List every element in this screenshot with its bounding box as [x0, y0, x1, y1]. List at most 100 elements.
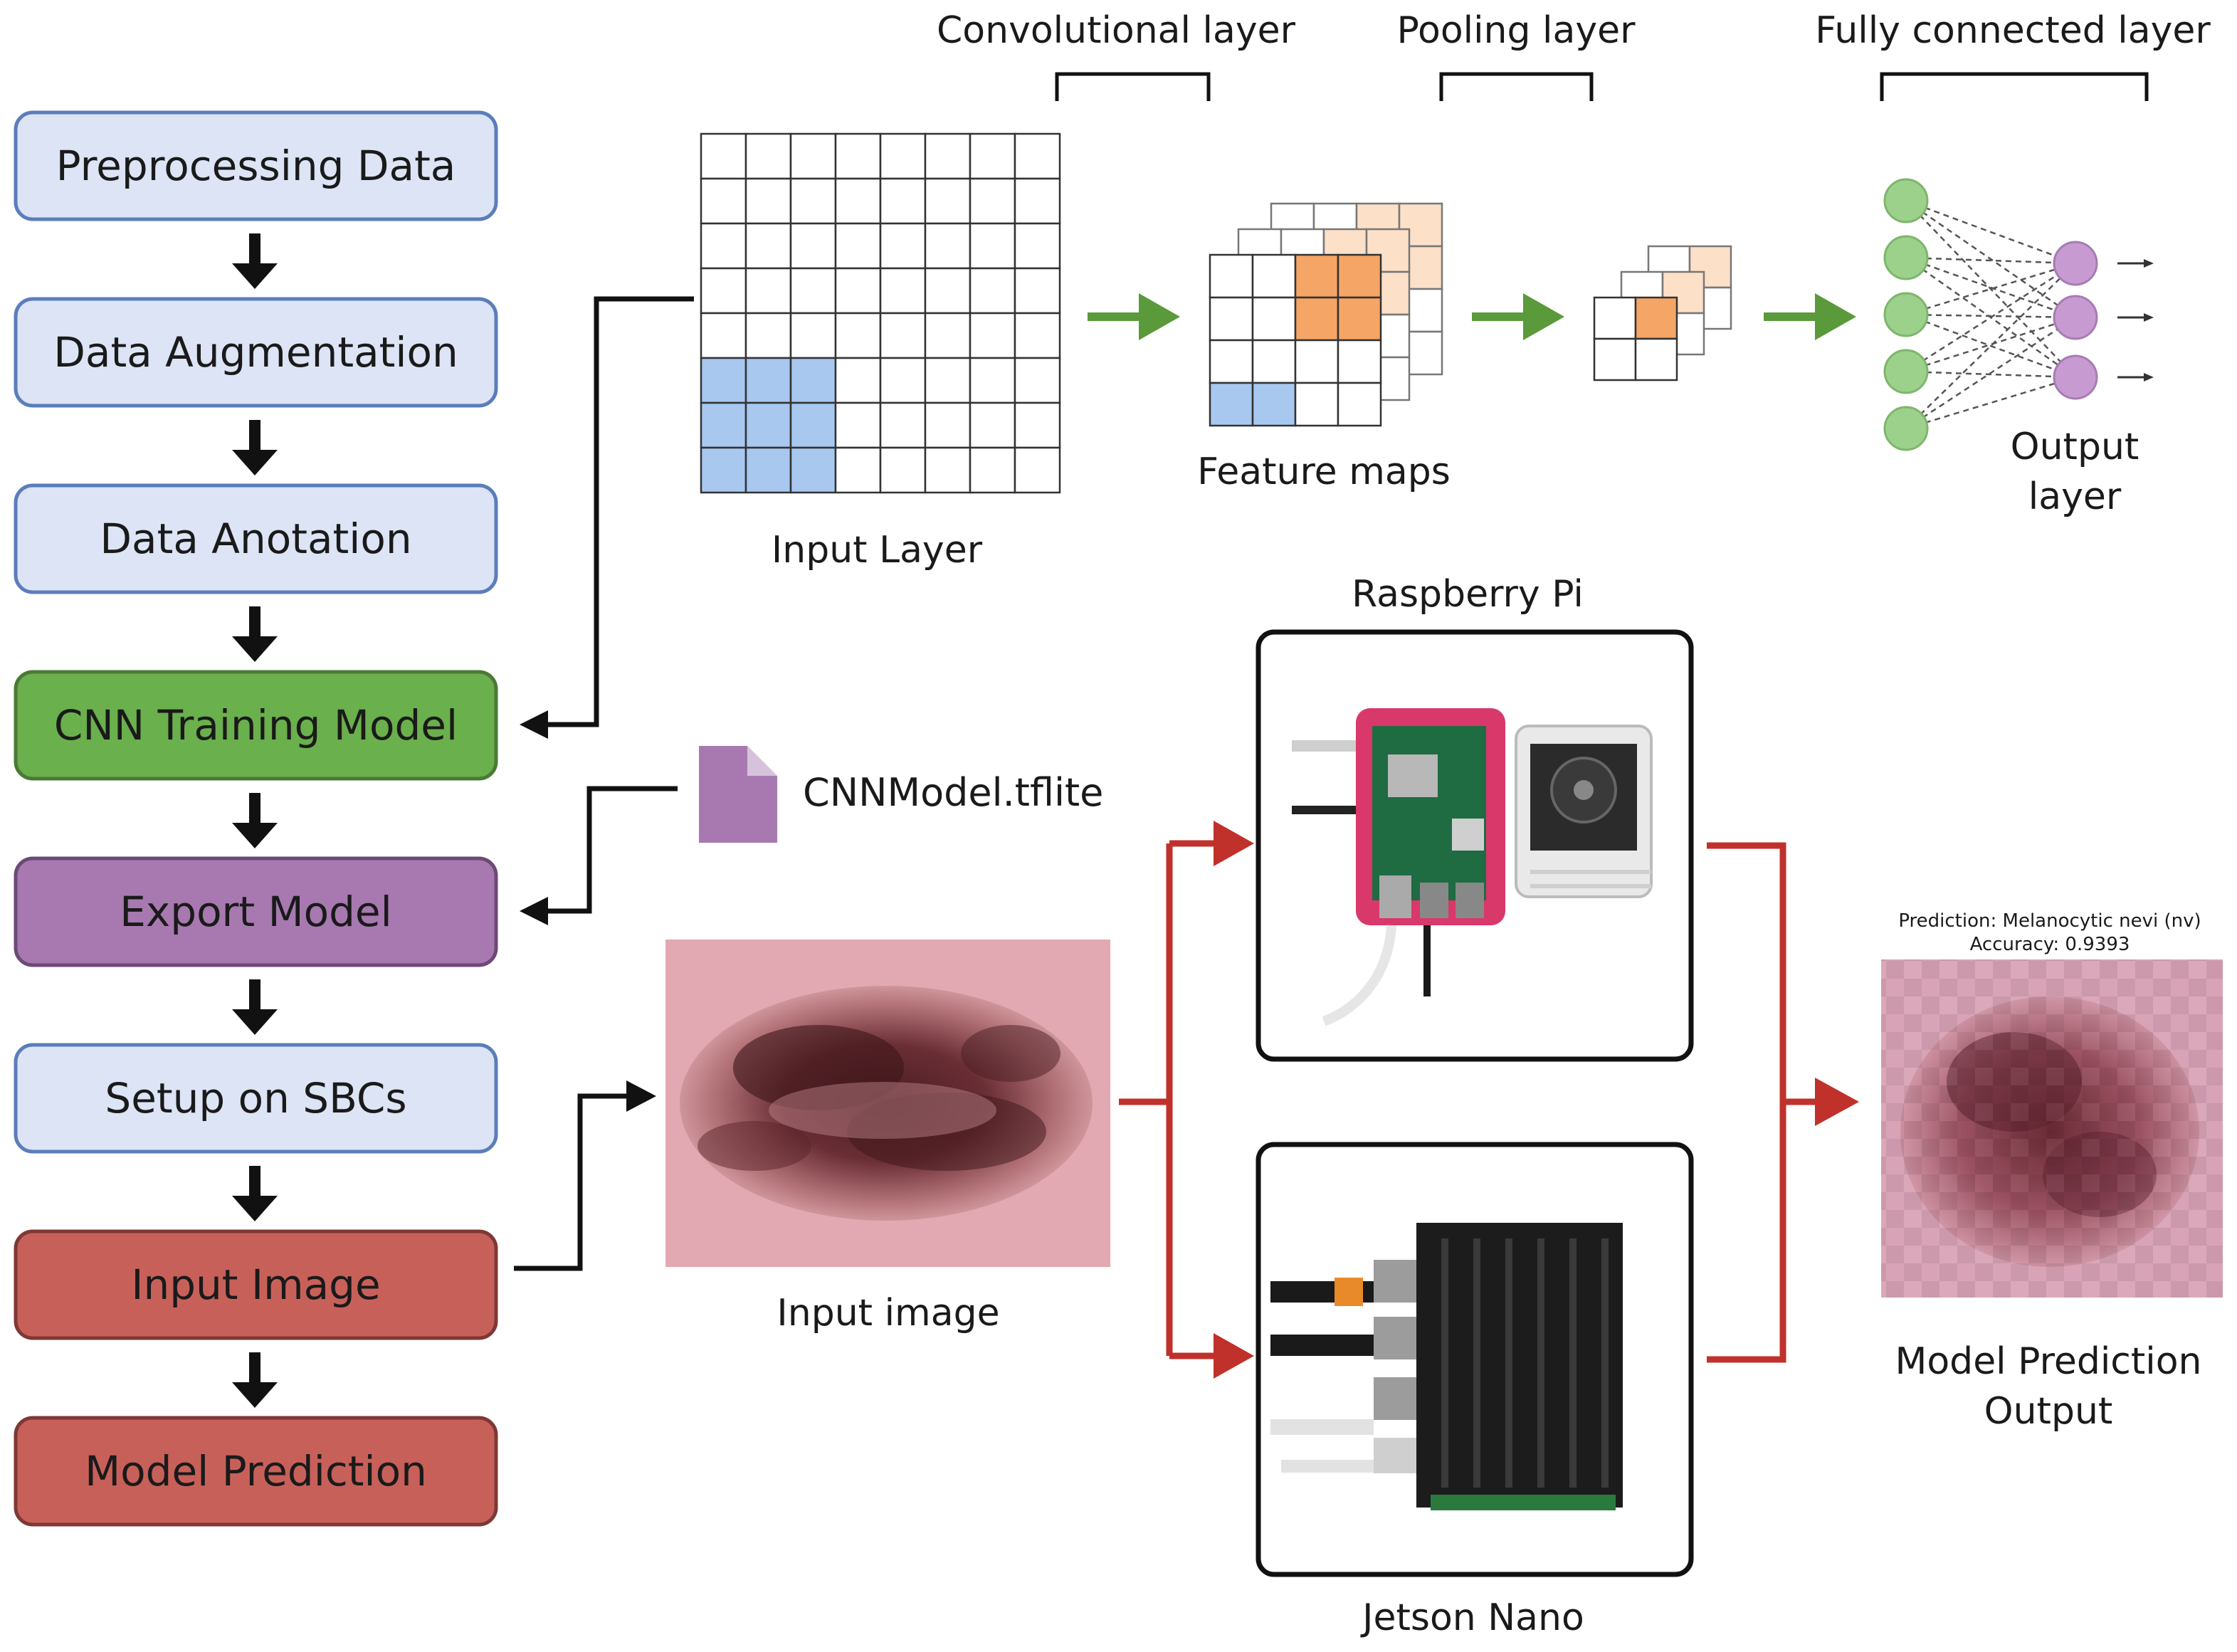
input-cell — [789, 267, 837, 315]
flow-down-arrow — [232, 1166, 278, 1221]
input-cell — [1014, 446, 1061, 494]
input-cell — [700, 222, 747, 270]
prediction-text: Prediction: Melanocytic nevi (nv) — [1898, 910, 2201, 932]
connector-to-training — [541, 296, 694, 727]
flow-step-6: Setup on SBCs — [14, 1043, 498, 1154]
input-cell — [969, 177, 1016, 225]
input-cell — [969, 267, 1016, 315]
input-cell — [879, 446, 927, 494]
input-cell — [789, 132, 837, 180]
output-layer-label-line2: layer — [2028, 475, 2122, 518]
input-cell — [879, 312, 927, 359]
model-prediction-caption-line2: Output — [1984, 1390, 2113, 1433]
jetson-nano-label: Jetson Nano — [1360, 1596, 1584, 1639]
input-layer-grid — [700, 132, 1061, 494]
input-cell — [834, 401, 882, 449]
input-cell — [969, 132, 1016, 180]
input-cell — [924, 312, 972, 359]
input-cell — [744, 357, 792, 404]
pooling-layer-bracket — [1439, 72, 1594, 101]
input-cell — [1014, 401, 1061, 449]
jetson-nano-photo — [1270, 1223, 1623, 1510]
green-arrow-2 — [1472, 293, 1564, 340]
red-arrowhead-raspberry — [1214, 821, 1254, 866]
input-cell — [879, 357, 927, 404]
input-cell — [879, 177, 927, 225]
flow-step-7: Input Image — [14, 1229, 498, 1340]
flow-step-label: CNN Training Model — [54, 701, 458, 749]
input-cell — [834, 446, 882, 494]
green-arrow-1 — [1088, 293, 1180, 340]
input-layer-label: Input Layer — [772, 529, 983, 572]
red-arrowhead-output — [1815, 1078, 1859, 1126]
output-neuron — [2053, 295, 2098, 340]
connector-to-training-arrowhead — [520, 710, 548, 739]
flow-step-5: Export Model — [14, 856, 498, 967]
prediction-output-image — [1881, 959, 2223, 1298]
input-neuron — [1883, 292, 1929, 337]
input-cell — [1014, 312, 1061, 359]
flow-step-label: Export Model — [120, 888, 391, 936]
raspberry-pi-label: Raspberry Pi — [1352, 573, 1584, 616]
input-cell — [700, 177, 747, 225]
input-cell — [834, 267, 882, 315]
flow-step-label: Preprocessing Data — [56, 142, 456, 190]
input-cell — [700, 357, 747, 404]
flow-down-arrow — [232, 793, 278, 848]
input-cell — [969, 222, 1016, 270]
red-merge-to-output — [1707, 842, 1818, 1363]
input-cell — [744, 401, 792, 449]
flow-step-3: Data Anotation — [14, 483, 498, 594]
connector-input-image — [514, 1093, 632, 1271]
input-cell — [1014, 222, 1061, 270]
input-cell — [789, 446, 837, 494]
input-cell — [834, 312, 882, 359]
input-cell — [700, 312, 747, 359]
input-cell — [789, 177, 837, 225]
flow-step-label: Model Prediction — [85, 1447, 427, 1495]
flow-down-arrow — [232, 606, 278, 662]
output-neuron — [2053, 354, 2098, 400]
output-neuron — [2053, 241, 2098, 286]
raspberry-pi-photo — [1292, 708, 1653, 1026]
input-cell — [744, 177, 792, 225]
red-arrowhead-jetson — [1214, 1333, 1254, 1379]
input-cell — [834, 132, 882, 180]
input-cell — [924, 357, 972, 404]
convolutional-layer-bracket — [1055, 72, 1211, 101]
model-file-name: CNNModel.tflite — [803, 770, 1103, 815]
pooled-maps-stack — [1593, 245, 1732, 382]
flow-down-arrow — [232, 233, 278, 289]
pooling-layer-label: Pooling layer — [1397, 9, 1636, 52]
connector-to-export-arrowhead — [520, 897, 548, 925]
input-cell — [1014, 267, 1061, 315]
input-cell — [700, 401, 747, 449]
input-cell — [924, 446, 972, 494]
input-cell — [879, 267, 927, 315]
green-arrow-3 — [1764, 293, 1856, 340]
flow-step-label: Data Augmentation — [53, 328, 458, 377]
input-cell — [789, 401, 837, 449]
input-cell — [879, 222, 927, 270]
input-cell — [789, 312, 837, 359]
input-cell — [834, 357, 882, 404]
flow-step-4: CNN Training Model — [14, 670, 498, 781]
fully-connected-network — [1883, 178, 2154, 451]
input-cell — [924, 177, 972, 225]
input-cell — [924, 401, 972, 449]
input-neuron — [1883, 349, 1929, 394]
input-image-dermoscopy — [665, 940, 1110, 1267]
input-cell — [1014, 177, 1061, 225]
input-cell — [744, 267, 792, 315]
red-branch-to-devices — [1119, 840, 1217, 1359]
model-prediction-caption-line1: Model Prediction — [1895, 1340, 2202, 1383]
input-cell — [969, 401, 1016, 449]
input-cell — [744, 446, 792, 494]
input-cell — [1014, 357, 1061, 404]
input-neuron — [1883, 406, 1929, 451]
flow-step-1: Preprocessing Data — [14, 110, 498, 221]
input-cell — [924, 267, 972, 315]
input-neuron — [1883, 235, 1929, 280]
input-cell — [700, 267, 747, 315]
